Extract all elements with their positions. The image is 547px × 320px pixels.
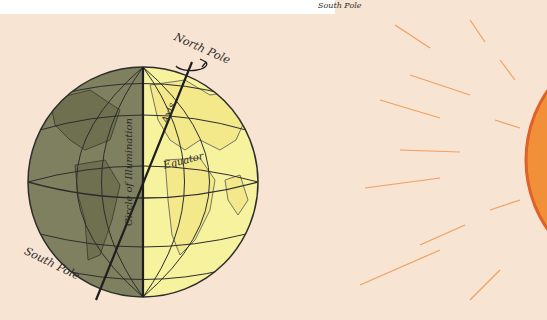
circle-label: Circle of Illumination: [124, 118, 134, 226]
sun-rays: [360, 20, 520, 300]
sun: [526, 38, 547, 282]
globe: [20, 59, 258, 310]
pole-label: South Pole: [318, 2, 362, 10]
page-strip: [0, 0, 335, 14]
earth-axis: [96, 62, 192, 300]
